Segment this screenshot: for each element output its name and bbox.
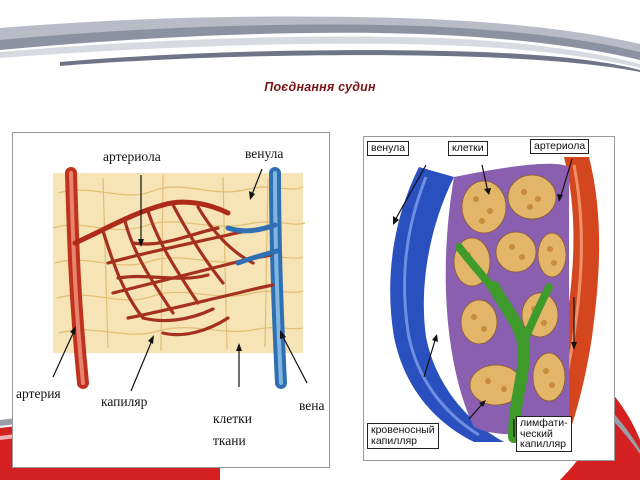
label-lymph-capillary: лимфати- ческий капилляр [516, 416, 572, 452]
label-kletki: клетки [448, 141, 488, 156]
label-venula: венула [245, 146, 284, 161]
label-lymph-capillary-line2: ческий [520, 427, 553, 440]
label-lymph-capillary-line1: лимфати- [520, 417, 568, 429]
capillary-network-illustration [52, 167, 308, 392]
label-kletki-line1: клетки [213, 411, 252, 426]
label-lymph-capillary-line3: капилляр [520, 438, 566, 450]
label-blood-capillary-line2: капилляр [371, 435, 417, 447]
label-arteria: артерия [16, 386, 61, 401]
label-blood-capillary: кровеносный капилляр [367, 423, 439, 449]
top-decoration [0, 16, 640, 72]
label-kapilar: капиляр [101, 394, 148, 409]
blood-lymph-capillary-illustration [390, 157, 600, 447]
label-vena: вена [299, 398, 325, 413]
label-arteriola: артериола [103, 149, 161, 164]
capillary-network-figure: артериола венула артерия капиляр клетки … [12, 132, 330, 468]
label-blood-capillary-line1: кровеносный [371, 424, 435, 436]
blood-lymph-capillary-figure: венула клетки артериола кровеносный капи… [363, 136, 615, 461]
slide-title: Поєднання судин [264, 80, 376, 94]
label-kletki-line2: ткани [213, 433, 246, 448]
label-arteriola: артериола [530, 139, 590, 154]
label-venula: венула [367, 141, 410, 156]
